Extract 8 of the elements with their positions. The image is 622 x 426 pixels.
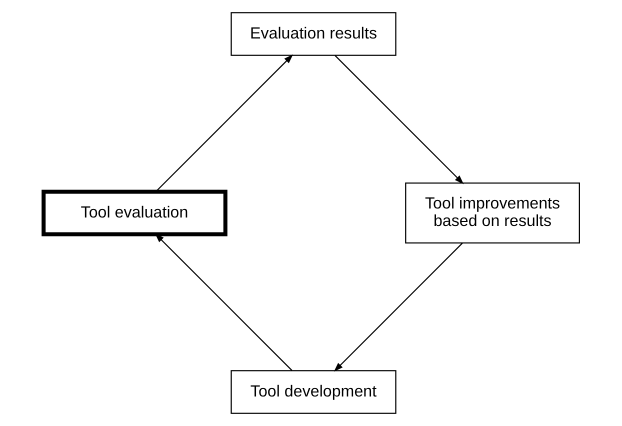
arrow (155, 54, 293, 192)
arrow (333, 242, 462, 372)
node-box: Tool development (230, 370, 396, 414)
arrow (334, 55, 464, 184)
node-box: Tool improvements based on results (404, 182, 580, 244)
node-box: Tool evaluation (41, 190, 227, 236)
node-box: Evaluation results (230, 12, 396, 56)
arrow (154, 233, 292, 371)
